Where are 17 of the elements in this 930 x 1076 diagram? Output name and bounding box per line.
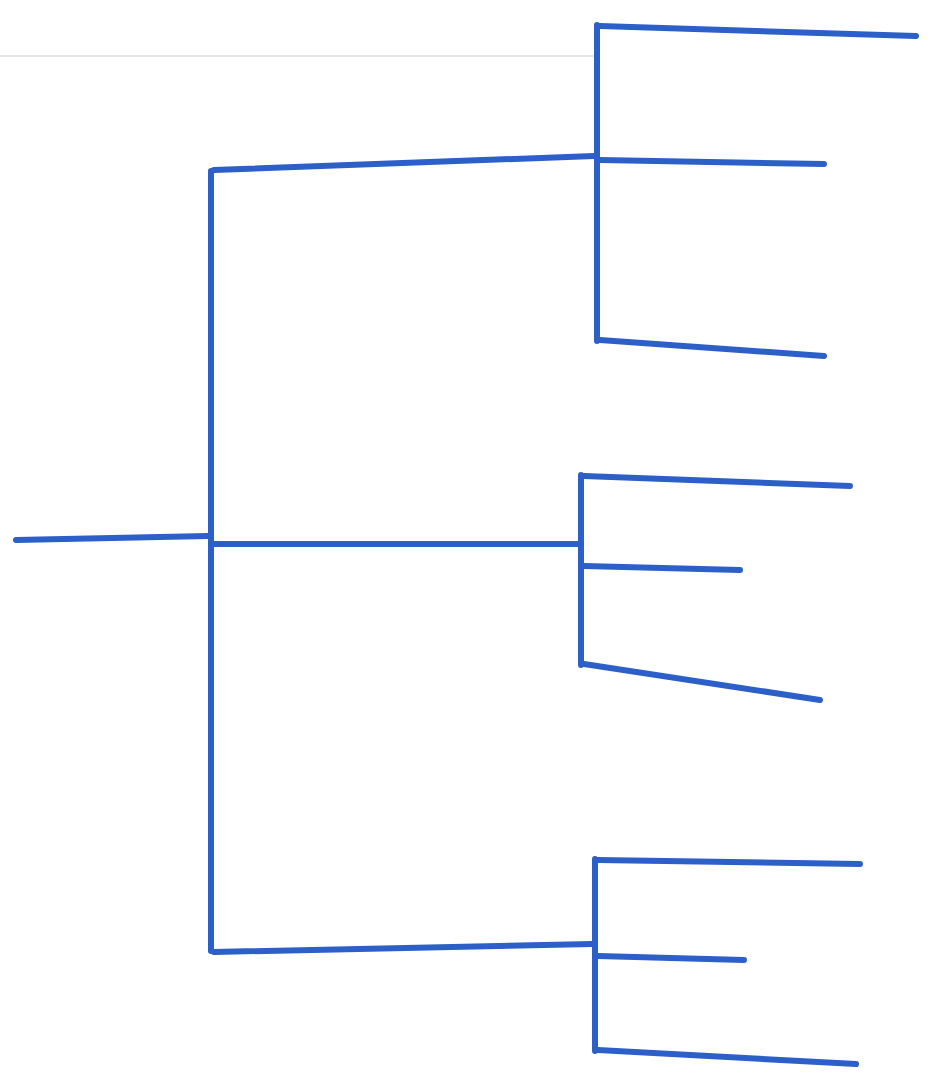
branch-line [595,857,863,867]
branch-line [581,563,743,573]
bracket-bar [594,22,600,344]
branch-line [13,533,211,543]
branch-line [595,953,747,963]
branch-line [597,23,919,39]
branch-line [211,941,595,955]
bracket-bar [208,168,214,954]
branch-line [211,153,597,173]
branch-line [581,661,823,703]
branch-line [211,541,581,547]
bracket-bar [592,856,598,1054]
branch-line [597,337,827,359]
branch-line [595,1047,859,1067]
branch-line [581,473,853,489]
bracket-bar [578,472,584,668]
branch-line [597,157,827,167]
